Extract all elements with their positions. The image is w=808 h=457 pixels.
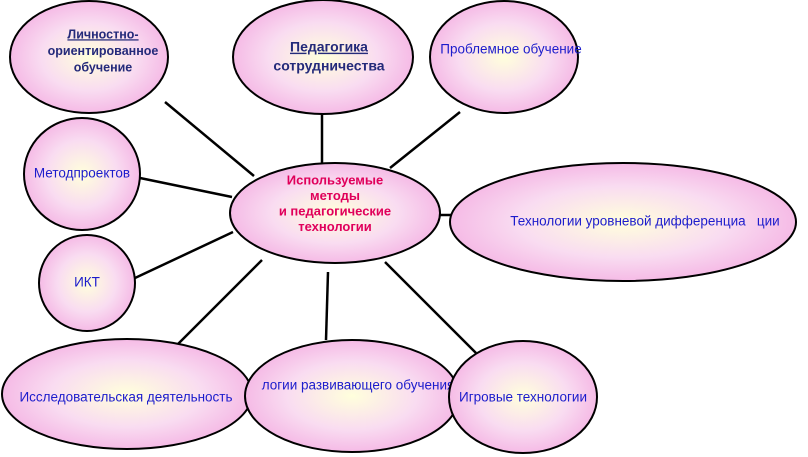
- node-tekhnologii-urovnevoy-differentsiatsii: Технологии уровневой дифференциа ции: [449, 162, 797, 282]
- node-lichnostno-orientirovannoe-label-line: Личностно-: [67, 27, 138, 41]
- edge-center-to-igr: [384, 261, 477, 354]
- diagram-nodes: Личностно-ориентированное обучение Педагог…: [1, 0, 797, 454]
- node-metod-proektov-label-line: Методпроектов: [34, 166, 130, 181]
- center-node-label-line: технологии: [298, 219, 372, 234]
- node-igrovye-tekhnologii-label-line: Игровые технологии: [459, 390, 587, 405]
- node-lichnostno-orientirovannoe-ellipse: [9, 0, 169, 114]
- edge-center-to-issl: [174, 259, 263, 348]
- edge-center-to-ikt: [134, 230, 234, 280]
- node-metod-proektov: Методпроектов: [23, 117, 141, 231]
- center-node-label-line: методы: [310, 188, 360, 203]
- node-tekhnologii-urovnevoy-differentsiatsii-label-line: Технологии уровневой дифференциа ции: [510, 214, 779, 229]
- node-igrovye-tekhnologii-ellipse: [448, 340, 598, 454]
- node-problemnoe-obuchenie-ellipse: [429, 0, 579, 114]
- edge-center-to-lich: [164, 101, 255, 177]
- edge-center-to-razv: [324, 271, 330, 341]
- node-problemnoe-obuchenie-label-line: Проблемное обучение: [440, 42, 581, 57]
- node-lichnostno-orientirovannoe-label-line: обучение: [74, 60, 133, 74]
- node-ikt: ИКТ: [38, 234, 136, 332]
- center-node-ellipse: [229, 162, 441, 264]
- edge-center-to-metod: [139, 176, 233, 199]
- node-razvivayushchee-obuchenie-ellipse: [244, 339, 460, 453]
- node-igrovye-tekhnologii: Игровые технологии: [448, 340, 598, 454]
- node-tekhnologii-urovnevoy-differentsiatsii-ellipse: [449, 162, 797, 282]
- node-ikt-ellipse: [38, 234, 136, 332]
- node-razvivayushchee-obuchenie-label-line: логии развивающего обучения: [262, 378, 455, 393]
- center-node-label-line: Используемые: [287, 172, 384, 187]
- connector-lines: [134, 101, 477, 354]
- node-metod-proektov-ellipse: [23, 117, 141, 231]
- center-node-label-line: и педагогические: [279, 203, 391, 218]
- node-lichnostno-orientirovannoe: Личностно-ориентированное обучение: [9, 0, 169, 114]
- node-issledovatelskaya-deyatelnost: Исследовательская деятельность: [1, 338, 253, 450]
- edge-center-to-prob: [389, 111, 461, 169]
- node-issledovatelskaya-deyatelnost-label-line: Исследовательская деятельность: [19, 390, 232, 405]
- node-razvivayushchee-obuchenie: логии развивающего обучения: [244, 339, 460, 453]
- node-pedagogika-sotrudnichestva-ellipse: [232, 0, 414, 115]
- node-ikt-label-line: ИКТ: [74, 275, 100, 290]
- node-pedagogika-sotrudnichestva-label-line: Педагогика: [290, 39, 368, 55]
- node-pedagogika-sotrudnichestva-label-line: сотрудничества: [273, 58, 384, 74]
- node-problemnoe-obuchenie: Проблемное обучение: [429, 0, 582, 114]
- node-lichnostno-orientirovannoe-label-line: ориентированное: [48, 44, 159, 58]
- node-pedagogika-sotrudnichestva: Педагогика сотрудничества: [232, 0, 414, 115]
